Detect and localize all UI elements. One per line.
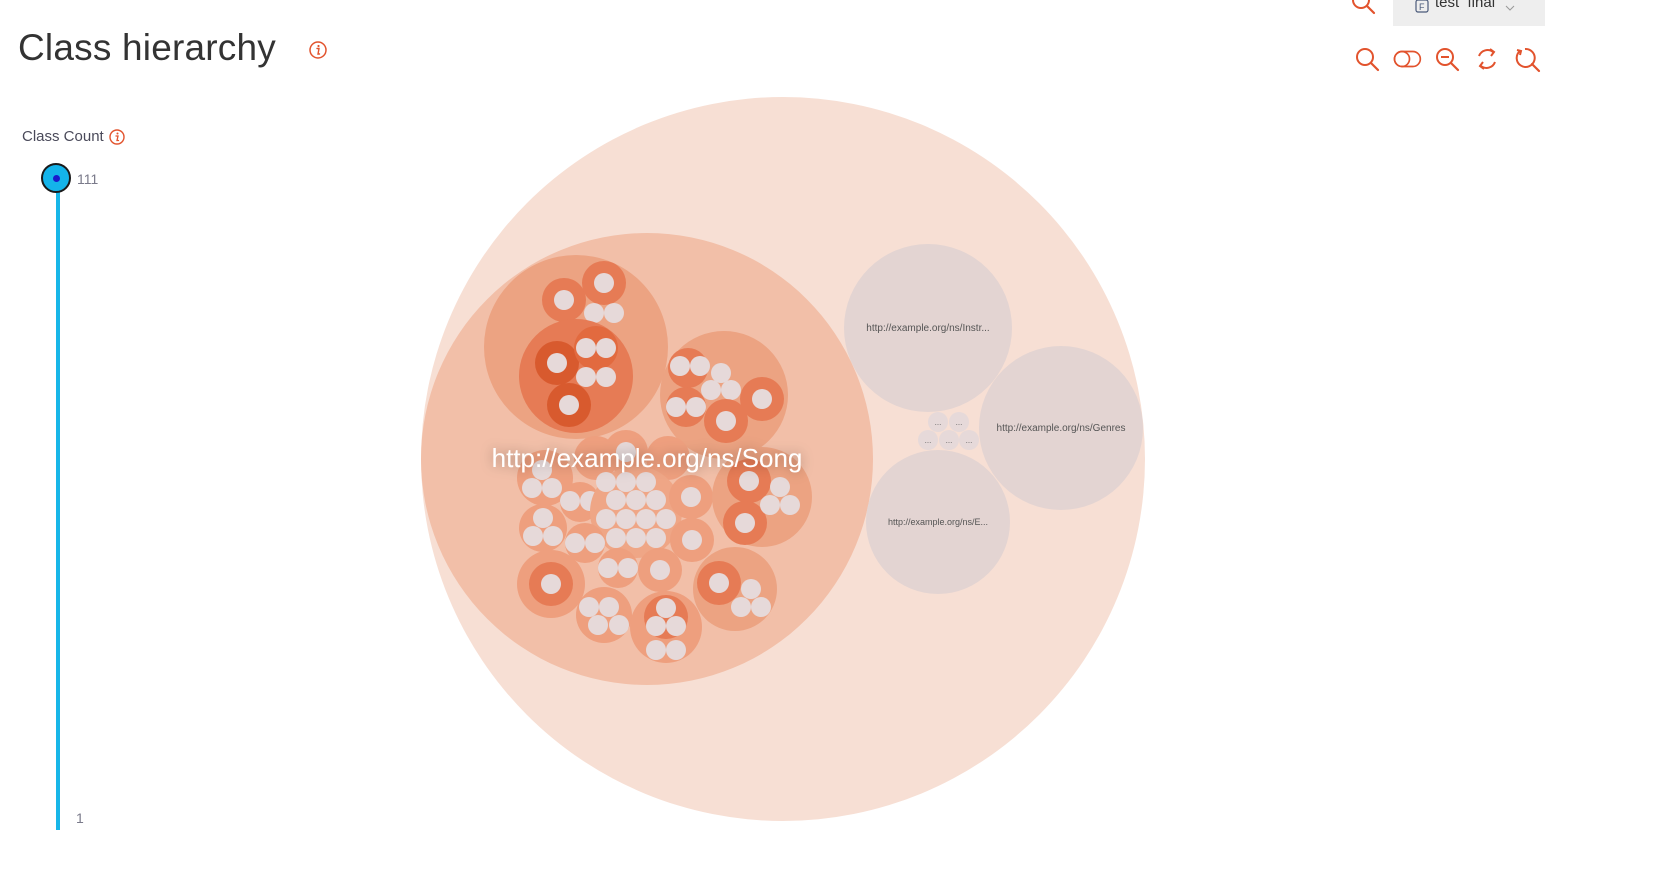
chevron-down-icon <box>1505 0 1515 11</box>
song-subclass-group[interactable] <box>517 550 585 618</box>
leaf-class-label: ... <box>925 436 932 445</box>
song-subclass-group[interactable] <box>630 591 702 663</box>
slider-handle-dot <box>53 175 60 182</box>
file-f-icon: F <box>1415 0 1429 13</box>
instruments-class-circle[interactable] <box>844 244 1012 412</box>
leaf-class-group[interactable]: ... ... ... ... ... <box>918 412 979 450</box>
global-search-icon[interactable] <box>1348 0 1378 18</box>
class-count-label: Class Count <box>22 128 104 145</box>
dataset-label: test_final <box>1435 0 1496 9</box>
genres-class-label: http://example.org/ns/Genres <box>997 423 1126 434</box>
dataset-select[interactable]: F test_final <box>1393 0 1545 26</box>
e-class-circle[interactable] <box>866 450 1010 594</box>
instruments-class-label: http://example.org/ns/Instr... <box>866 323 989 334</box>
reset-zoom-icon[interactable] <box>1512 44 1542 74</box>
leaf-class-label: ... <box>956 418 963 427</box>
search-icon[interactable] <box>1352 44 1382 74</box>
class-count-slider-handle[interactable] <box>41 163 71 193</box>
toggle-icon[interactable] <box>1392 44 1422 74</box>
info-icon[interactable] <box>308 40 328 60</box>
song-subclass-group[interactable] <box>517 430 714 592</box>
song-class-label: http://example.org/ns/Song <box>492 443 803 473</box>
class-count-info-icon[interactable] <box>108 128 126 146</box>
song-subclass-group[interactable] <box>693 547 777 631</box>
leaf-class-label: ... <box>935 418 942 427</box>
graph-toolbar <box>1352 44 1542 74</box>
song-subclass-group[interactable] <box>712 447 812 547</box>
zoom-out-icon[interactable] <box>1432 44 1462 74</box>
e-class-label: http://example.org/ns/E... <box>888 517 988 527</box>
song-subclass-group[interactable] <box>660 331 788 459</box>
svg-text:F: F <box>1419 2 1425 12</box>
refresh-icon[interactable] <box>1472 44 1502 74</box>
class-count-slider-track[interactable] <box>56 180 60 830</box>
slider-max-value: 111 <box>77 171 99 187</box>
genres-class-circle[interactable] <box>979 346 1143 510</box>
song-subclass-group[interactable] <box>576 587 632 643</box>
leaf-class-label: ... <box>966 436 973 445</box>
song-subclass-group[interactable] <box>484 255 668 439</box>
page-title: Class hierarchy <box>18 27 276 68</box>
leaf-class-label: ... <box>946 436 953 445</box>
slider-min-value: 1 <box>76 810 84 826</box>
